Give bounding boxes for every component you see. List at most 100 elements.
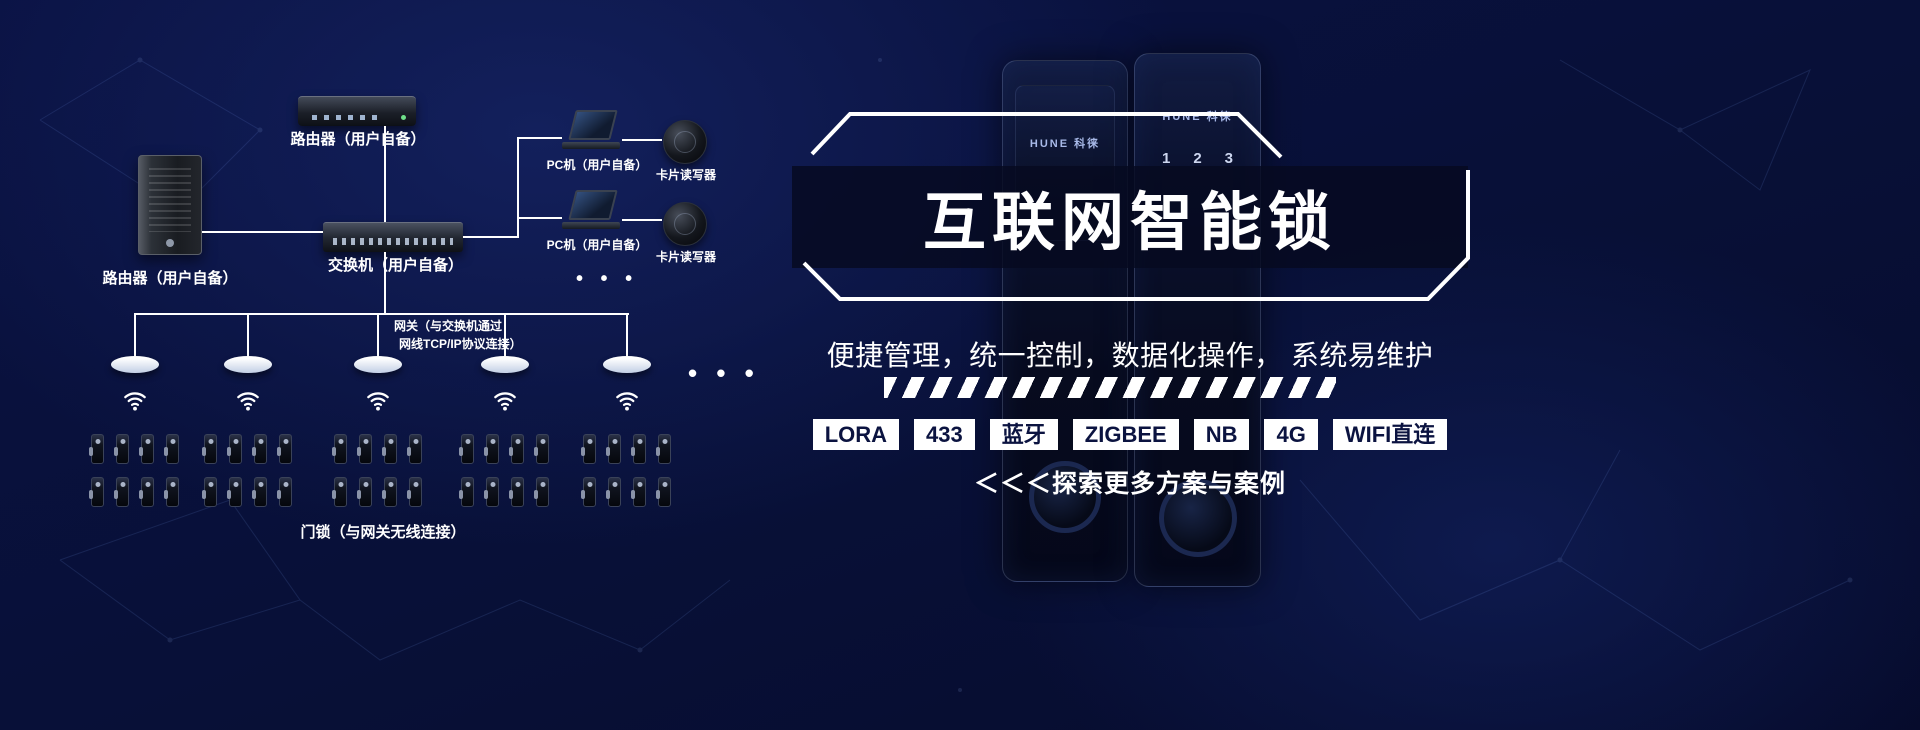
keypad-digit: 2 — [1193, 150, 1202, 167]
server-device — [138, 155, 202, 255]
cta-explore-link[interactable]: ＜＜＜探索更多方案与案例 — [973, 470, 1286, 498]
router-led — [401, 115, 406, 120]
door-lock-icon — [332, 477, 347, 507]
hero-subtitle: 便捷管理，统一控制，数据化操作， 系统易维护 — [826, 340, 1434, 371]
smart-lock-product-left: HUNE 科徕 — [1002, 60, 1128, 582]
wifi-icon — [616, 392, 638, 411]
connector-line — [517, 217, 562, 219]
gateway-device — [354, 356, 402, 373]
card-reader-label: 卡片读写器 — [655, 250, 716, 264]
door-lock-icon — [164, 477, 179, 507]
tag-433: 433 — [914, 419, 975, 450]
door-lock-icon — [164, 434, 179, 464]
door-lock-icon — [139, 434, 154, 464]
laptop-base — [562, 142, 620, 149]
connector-line — [517, 137, 519, 238]
lock-grid — [323, 434, 433, 507]
wifi-icon — [124, 392, 146, 411]
page-title: 互联网智能锁 — [923, 187, 1337, 258]
router-ports — [312, 115, 382, 120]
door-lock-icon — [89, 477, 104, 507]
gateway-ellipsis: • • • — [688, 358, 760, 388]
connector-line — [377, 314, 379, 356]
brand-logo: HUNE 科徕 — [1162, 111, 1233, 123]
keypad-digit: 3 — [1224, 150, 1233, 167]
smart-lock-product-right: HUNE 科徕 1 2 3 — [1134, 53, 1261, 587]
connector-line — [622, 219, 662, 221]
connectivity-tags: LORA 433 蓝牙 ZIGBEE NB 4G WIFI直连 — [790, 419, 1470, 450]
lock-knob — [1158, 479, 1237, 557]
door-lock-icon — [484, 434, 499, 464]
door-lock-icon — [656, 477, 671, 507]
gateway-device — [481, 356, 529, 373]
card-reader-device — [663, 120, 707, 164]
switch-device — [323, 222, 463, 252]
door-lock-icon — [459, 477, 474, 507]
connector-line — [504, 314, 506, 356]
door-lock-icon — [357, 434, 372, 464]
door-lock-icon — [114, 434, 129, 464]
lock-grid — [193, 434, 303, 507]
connector-line — [463, 236, 517, 238]
door-lock-icon — [277, 434, 292, 464]
door-locks-label: 门锁（与网关无线连接） — [300, 524, 466, 541]
pc-device — [562, 190, 622, 236]
gateway-group — [80, 356, 190, 516]
gateway-note-line1: 网关（与交换机通过 — [394, 319, 503, 333]
laptop-base — [562, 222, 620, 229]
gateway-group — [572, 356, 682, 516]
gateway-group — [450, 356, 560, 516]
lock-keypad-row: 1 2 3 — [1135, 150, 1260, 167]
stripes-divider — [884, 377, 1336, 398]
door-lock-icon — [89, 434, 104, 464]
door-lock-icon — [227, 477, 242, 507]
brand-logo: HUNE 科徕 — [1029, 138, 1101, 150]
server-label: 路由器（用户自备） — [102, 270, 238, 287]
gateway-note-line2: 网线TCP/IP协议连接） — [399, 337, 522, 351]
router-label: 路由器（用户自备） — [290, 131, 426, 148]
title-band: 互联网智能锁 — [792, 166, 1468, 268]
switch-label: 交换机（用户自备） — [327, 257, 463, 274]
wifi-icon — [237, 392, 259, 411]
door-lock-icon — [606, 434, 621, 464]
door-lock-icon — [534, 477, 549, 507]
lock-grid — [80, 434, 190, 507]
switch-ports — [333, 238, 453, 245]
door-lock-icon — [656, 434, 671, 464]
tag-wifi: WIFI直连 — [1332, 419, 1448, 450]
door-lock-icon — [139, 477, 154, 507]
connector-bus-line — [134, 313, 629, 315]
door-lock-icon — [332, 434, 347, 464]
door-lock-icon — [459, 434, 474, 464]
door-lock-icon — [252, 434, 267, 464]
card-reader-device — [663, 202, 707, 246]
door-lock-icon — [509, 434, 524, 464]
door-lock-icon — [606, 477, 621, 507]
lock-grid — [450, 434, 560, 507]
door-lock-icon — [357, 477, 372, 507]
door-lock-icon — [581, 477, 596, 507]
door-lock-icon — [534, 434, 549, 464]
keypad-digit: 1 — [1162, 150, 1171, 167]
door-lock-icon — [631, 477, 646, 507]
door-lock-icon — [227, 434, 242, 464]
door-lock-icon — [382, 434, 397, 464]
laptop-screen — [568, 190, 618, 220]
door-lock-icon — [581, 434, 596, 464]
lock-knob — [1029, 461, 1101, 533]
connector-line — [134, 314, 136, 356]
router-device — [298, 96, 416, 126]
server-vents — [149, 168, 191, 232]
door-lock-icon — [202, 477, 217, 507]
tag-nb: NB — [1193, 419, 1250, 450]
gateway-device — [603, 356, 651, 373]
wifi-icon — [367, 392, 389, 411]
door-lock-icon — [277, 477, 292, 507]
connector-line — [626, 314, 628, 356]
connector-line — [622, 139, 662, 141]
door-lock-icon — [382, 477, 397, 507]
tag-zigbee: ZIGBEE — [1072, 419, 1179, 450]
door-lock-icon — [484, 477, 499, 507]
